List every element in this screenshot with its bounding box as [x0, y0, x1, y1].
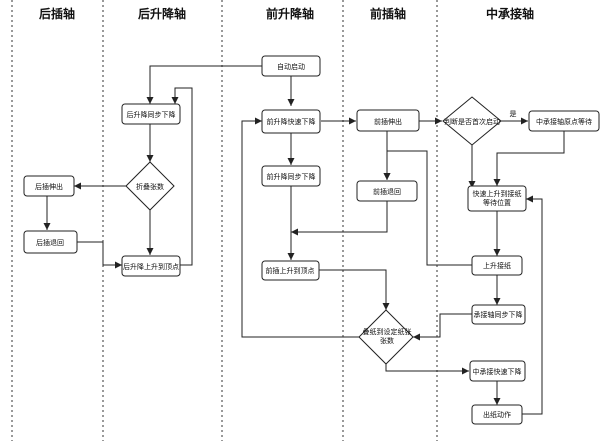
node-rear-lift-up-top-label: 后升降上升到顶点: [123, 262, 179, 271]
edge: [77, 241, 122, 269]
node-rear-insert-extend[interactable]: [23, 175, 75, 197]
lane-header-rear-lift: 后升降轴: [138, 6, 186, 21]
lane-header-front-insert: 前插轴: [370, 6, 406, 21]
node-carrier-sync-down[interactable]: [471, 304, 526, 325]
node-front-insert-retract[interactable]: [356, 180, 418, 202]
lane-header-middle-carrier: 中承接轴: [486, 6, 534, 21]
node-fold-count-label: 折叠张数: [136, 182, 164, 191]
node-carrier-fast-up-wait-wrap: 快速上升到接纸等待位置: [472, 189, 522, 207]
node-carrier-up-receive-label: 上升接纸: [483, 261, 511, 270]
node-rear-insert-retract-label: 后插退回: [36, 238, 64, 247]
node-rear-insert-extend-label: 后插伸出: [35, 182, 63, 191]
edge: [146, 65, 262, 104]
node-front-insert-extend-label: 前插伸出: [374, 117, 402, 126]
node-rear-lift-up-top[interactable]: [121, 255, 181, 277]
lane-header-front-lift: 前升降轴: [266, 6, 314, 21]
edge: [383, 150, 472, 266]
node-paper-out-label: 出纸动作: [483, 410, 511, 419]
node-carrier-up-receive[interactable]: [471, 255, 523, 276]
node-paper-reach-count[interactable]: [358, 309, 414, 365]
node-carrier-fast-up-wait[interactable]: [467, 185, 527, 212]
node-auto-start-label: 自动启动: [277, 62, 305, 71]
edge: [413, 313, 472, 341]
node-paper-out[interactable]: [471, 404, 523, 425]
node-check-first-start[interactable]: [442, 96, 502, 146]
node-check-first-start-label: 判断是否首次启动: [444, 117, 500, 126]
node-carrier-fast-up-wait-label: 快速上升到接纸等待位置: [472, 189, 522, 207]
node-front-insert-extend[interactable]: [356, 109, 420, 132]
edge: [319, 269, 390, 310]
node-front-lift-sync-down[interactable]: [261, 165, 321, 187]
node-paper-reach-count-label: 叠纸到设定纸张张数: [362, 328, 412, 345]
node-carrier-sync-down-label: 承接轴同步下降: [474, 310, 523, 319]
node-carrier-origin-wait-label: 中承接轴原点等待: [536, 117, 592, 126]
node-rear-lift-sync-down-label: 后升降同步下降: [127, 110, 176, 119]
node-carrier-fast-down[interactable]: [469, 360, 526, 382]
edge: [171, 87, 193, 266]
node-front-lift-up-top-label: 前插上升到顶点: [266, 266, 315, 275]
edge: [522, 195, 543, 415]
node-fold-count[interactable]: [125, 161, 175, 211]
edge: [385, 364, 469, 375]
node-front-insert-retract-label: 前插退回: [373, 187, 401, 196]
node-rear-lift-sync-down[interactable]: [121, 103, 181, 125]
node-front-lift-fast-down[interactable]: [261, 109, 321, 134]
edge: [241, 117, 362, 338]
node-carrier-origin-wait[interactable]: [528, 110, 600, 132]
node-paper-reach-count-wrap: 叠纸到设定纸张张数: [362, 328, 412, 345]
lane-header-rear-insert: 后插轴: [39, 6, 75, 21]
node-rear-insert-retract[interactable]: [23, 230, 78, 254]
node-carrier-fast-down-label: 中承接快速下降: [473, 367, 522, 376]
node-front-lift-fast-down-label: 前升降快速下降: [267, 117, 316, 126]
node-auto-start[interactable]: [261, 55, 321, 77]
node-front-lift-sync-down-label: 前升降同步下降: [267, 172, 316, 181]
node-front-lift-up-top[interactable]: [261, 260, 320, 281]
edge: [291, 201, 388, 236]
edge: [493, 131, 565, 186]
edge-label-yes: 是: [510, 110, 517, 118]
